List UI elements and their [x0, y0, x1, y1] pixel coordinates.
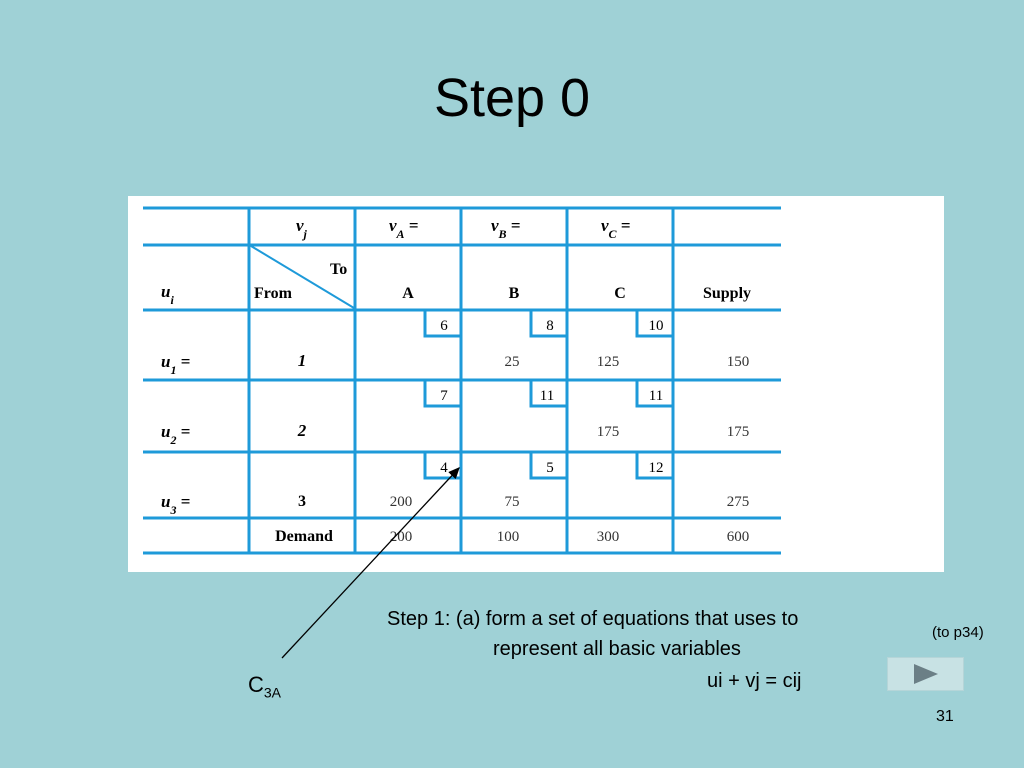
play-triangle-icon [913, 664, 938, 684]
annotation-c3a-label: C3A [248, 672, 282, 701]
page-number: 31 [936, 708, 954, 725]
note-line-2: represent all basic variables [493, 638, 741, 660]
next-slide-button[interactable] [887, 657, 964, 691]
transportation-table-panel [128, 196, 944, 572]
to-page-label: (to p34) [932, 624, 984, 641]
note-line-1: Step 1: (a) form a set of equations that… [387, 608, 799, 630]
slide-title: Step 0 [433, 68, 591, 128]
note-line-3: ui + vj = cij [707, 670, 802, 692]
